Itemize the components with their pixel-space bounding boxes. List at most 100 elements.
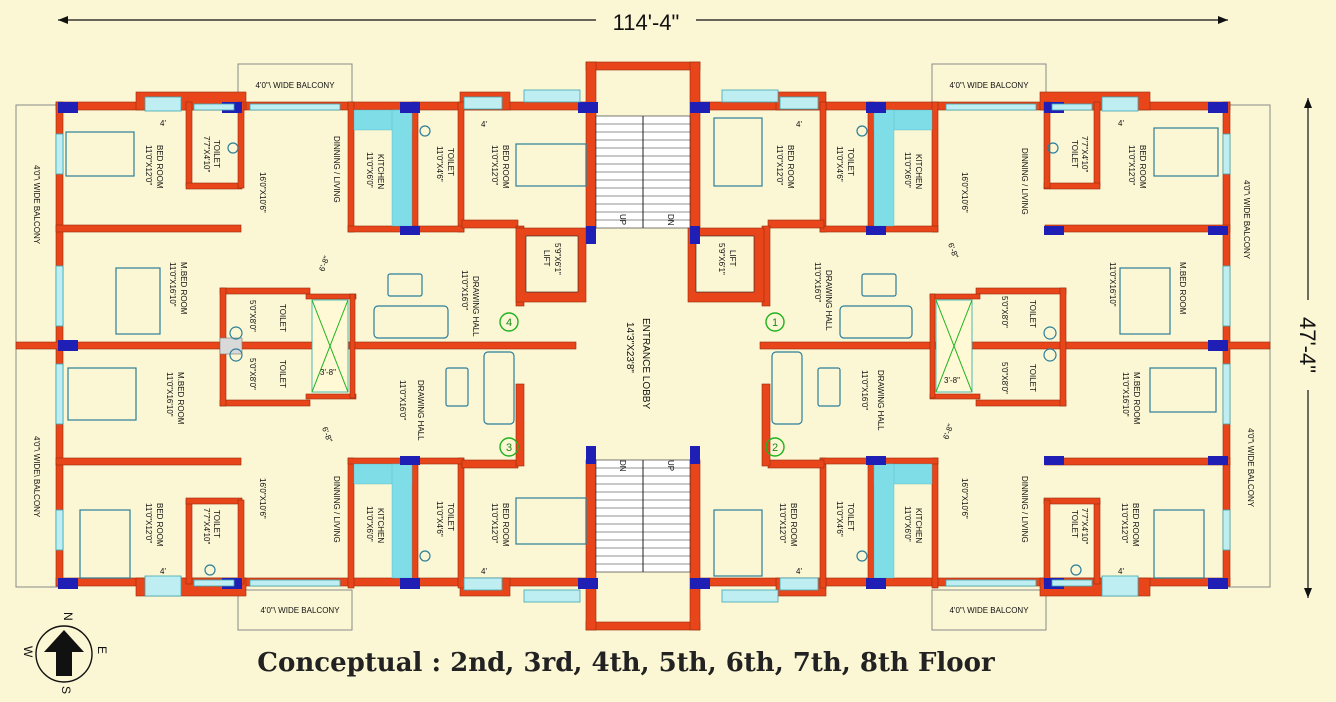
bed-room-8-name: BED ROOM <box>1131 503 1140 547</box>
kitchen-4-size: 11'0"X6'0" <box>903 506 912 542</box>
dining-3-name: DINNING / LIVING <box>332 476 341 543</box>
kitchens <box>353 109 933 579</box>
bed-room-7-size: 11'0"X12'0" <box>778 503 787 543</box>
compass-n: N <box>61 612 75 621</box>
bed-room-3-name: BED ROOM <box>786 145 795 189</box>
toilet-2-name: TOILET <box>1070 140 1079 168</box>
bed-room-2-name: BED ROOM <box>501 145 510 189</box>
toilet-6-size: 11'0"X4'6" <box>835 146 844 182</box>
lobby-name: ENTRANCE LOBBY <box>640 318 651 409</box>
compass-e: E <box>95 646 109 654</box>
dim-diag-3: 6'-8" <box>320 426 334 444</box>
bed-room-8-size: 11'0"X12'0" <box>1120 503 1129 543</box>
overall-depth-label: 47'-4" <box>1295 317 1320 373</box>
balcony-left-top: 4'0"\ WIDE BALCONY <box>32 165 41 245</box>
compass: N E S W <box>21 612 109 694</box>
dim-4-1: 4' <box>160 119 166 128</box>
dining-4-name: DINNING / LIVING <box>1020 476 1029 543</box>
balcony-top-left: 4'0"\ WIDE BALCONY <box>255 81 335 90</box>
toilet-5-size: 11'0"X4'6" <box>435 146 444 182</box>
room-labels: BED ROOM 11'0"X12'0" BED ROOM 11'0"X12'0… <box>144 136 1187 547</box>
dim-4-2: 4' <box>481 120 487 129</box>
balcony-bottom-right: 4'0"\ WIDE BALCONY <box>949 606 1029 615</box>
flat-marker-4: 4 <box>506 317 512 329</box>
flat-marker-2: 2 <box>772 442 778 454</box>
stair-up-label: UP <box>618 214 627 225</box>
flat-marker-3: 3 <box>506 442 512 454</box>
lobby-size: 14'3"X23'8" <box>624 322 635 373</box>
furniture <box>65 117 1219 579</box>
drawing-2-name: DRAWING HALL <box>824 270 833 331</box>
toilet-1-name: TOILET <box>212 140 221 168</box>
kitchen-1-name: KITCHEN <box>376 154 385 189</box>
dining-1-name: DINNING / LIVING <box>332 136 341 203</box>
toilet-7-name: TOILET <box>446 503 455 531</box>
dim-4-7: 4' <box>796 567 802 576</box>
dim-diag-2: 6'-8" <box>946 242 960 260</box>
mbed-room-1-name: M.BED ROOM <box>179 262 188 315</box>
kitchen-3-size: 11'0"X6'0" <box>365 506 374 542</box>
bed-room-6-name: BED ROOM <box>501 503 510 547</box>
bed-room-4-size: 11'0"X12'0" <box>1127 145 1136 185</box>
toilet-11-name: TOILET <box>1028 300 1037 328</box>
toilet-2-size: 7'7"X4'10" <box>1080 136 1089 172</box>
balcony-labels: 4'0"\ WIDE BALCONY 4'0"\ WIDE BALCONY 4'… <box>32 81 1255 615</box>
kitchen-2-size: 11'0"X6'0" <box>903 152 912 188</box>
bed-room-1-size: 11'0"X12'0" <box>144 145 153 185</box>
dim-4-8: 4' <box>1118 567 1124 576</box>
toilet-8-name: TOILET <box>846 503 855 531</box>
lift-right: LIFT 5'9"X6'1" <box>687 227 765 303</box>
flat-marker-1: 1 <box>772 317 778 329</box>
drawing-3-name: DRAWING HALL <box>416 380 425 441</box>
toilet-12-name: TOILET <box>1028 364 1037 392</box>
toilet-4-size: 7'7"X4'10" <box>1080 508 1089 544</box>
stair-core-top: UP DN <box>585 61 701 229</box>
lift-left-size: 5'9"X6'1" <box>553 243 562 275</box>
dim-4-6: 4' <box>481 567 487 576</box>
toilet-6-name: TOILET <box>846 148 855 176</box>
balcony-right-top: 4'0"\ WIDE BALCONY <box>1242 180 1251 260</box>
bed-room-3-size: 11'0"X12'0" <box>775 145 784 185</box>
kitchen-4-name: KITCHEN <box>914 508 923 543</box>
plan-caption: Conceptual : 2nd, 3rd, 4th, 5th, 6th, 7t… <box>257 648 995 678</box>
mbed-room-4-size: 11'0"X16'10" <box>1121 372 1130 417</box>
mbed-room-3-size: 11'0"X16'10" <box>165 372 174 417</box>
kitchen-2-name: KITCHEN <box>914 154 923 189</box>
stair-core-bottom: DN UP <box>585 459 701 631</box>
ducts <box>311 299 973 393</box>
dim-shaft-1: 3'-8" <box>320 368 336 377</box>
entrance-lobby: ENTRANCE LOBBY 14'3"X23'8" <box>624 318 651 409</box>
bed-room-7-name: BED ROOM <box>789 503 798 547</box>
lift-right-size: 5'9"X6'1" <box>717 243 726 275</box>
dim-4-5: 4' <box>160 567 166 576</box>
toilet-9-size: 5'0"X8'0" <box>248 300 257 332</box>
windows <box>55 89 1231 603</box>
dim-diag-1: 6'-8" <box>317 254 331 272</box>
balcony-left-bottom: 4'0"\ WIDE\ BALCONY <box>32 436 41 518</box>
lift-left-name: LIFT <box>542 250 551 267</box>
dining-4-size: 16'0"X10'6" <box>960 478 969 519</box>
toilet-10-size: 5'0"X8'0" <box>248 358 257 390</box>
toilet-4-name: TOILET <box>1070 510 1079 538</box>
toilet-8-size: 11'0"X4'6" <box>835 501 844 537</box>
mbed-room-3-name: M.BED ROOM <box>176 372 185 425</box>
balcony-bottom-left: 4'0"\ WIDE BALCONY <box>260 606 340 615</box>
dim-diag-4: 6'-8" <box>941 422 955 440</box>
drawing-3-size: 11'0"X16'0" <box>398 380 407 420</box>
mbed-room-2-name: M.BED ROOM <box>1178 262 1187 315</box>
dim-4-4: 4' <box>1118 119 1124 128</box>
columns <box>58 102 1228 589</box>
compass-s: S <box>59 686 73 694</box>
balcony-top-right: 4'0"\ WIDE BALCONY <box>949 81 1029 90</box>
mbed-room-1-size: 11'0"X16'10" <box>168 262 177 307</box>
bed-room-1-name: BED ROOM <box>155 145 164 189</box>
balcony-right-bottom: 4'0"\ WIDE BALCONY <box>1246 428 1255 508</box>
drawing-4-size: 11'0"X16'0" <box>860 370 869 410</box>
bed-room-4-name: BED ROOM <box>1138 145 1147 189</box>
lift-left: LIFT 5'9"X6'1" <box>515 227 587 303</box>
dining-3-size: 16'0"X10'6" <box>258 478 267 519</box>
mbed-room-4-name: M.BED ROOM <box>1132 372 1141 425</box>
stair-dn-label: DN <box>666 214 675 226</box>
toilet-12-size: 5'0"X8'0" <box>1000 362 1009 394</box>
depth-dimension: 47'-4" <box>1295 98 1322 598</box>
